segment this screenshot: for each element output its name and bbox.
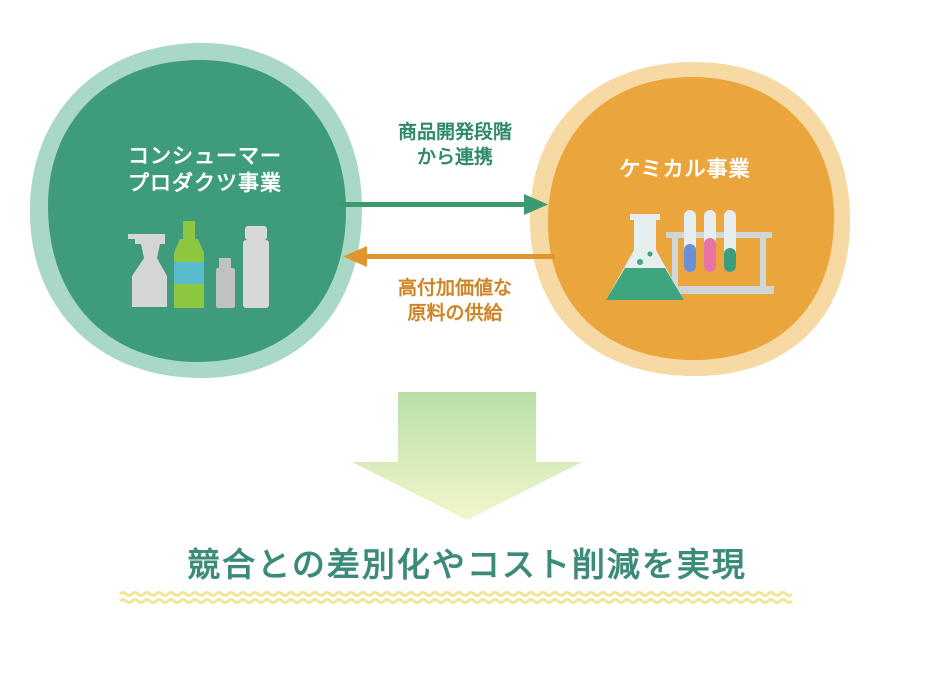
result-statement: 競合との差別化やコスト削減を実現 [187,545,747,584]
bottom-arrow-label-line1: 高付加価値な [397,277,512,299]
consumer-circle [29,42,362,379]
green-arrow [340,194,548,215]
bottom-arrow-label: 高付加価値な 原料の供給 [340,276,570,325]
lab-flask-test-tubes-icon [606,210,774,300]
consumer-label-line1: コンシューマー [128,144,282,168]
down-arrow [352,392,582,520]
top-arrow-label: 商品開発段階 から連携 [340,120,570,169]
bottom-arrow-label-line2: 原料の供給 [407,301,503,324]
top-arrow-label-line1: 商品開発段階 [397,121,512,143]
cleaning-bottles-icon [128,221,269,308]
consumer-products-label: コンシューマー プロダクツ事業 [70,143,340,198]
consumer-label-line2: プロダクツ事業 [128,171,282,196]
chemical-business-label: ケミカル事業 [560,156,810,183]
top-arrow-label-line2: から連携 [416,145,493,168]
consumer-circle-body [48,59,347,362]
chemical-label-text: ケミカル事業 [619,157,751,181]
orange-arrow [343,246,555,267]
wavy-underline [118,591,794,604]
